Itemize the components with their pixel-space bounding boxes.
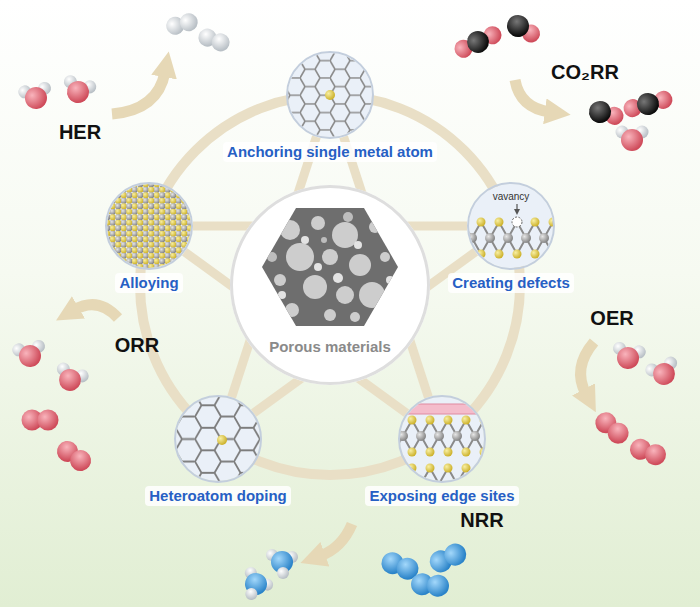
strategy-node: Anchoring single metal atom (223, 51, 437, 162)
core-label: Porous materials (269, 338, 391, 356)
porous-material-image (230, 185, 430, 385)
strategy-node: Exposing edge sites (365, 395, 518, 506)
reaction-label: HER (59, 120, 101, 144)
strategy-label: Heteroatom doping (145, 486, 291, 506)
strategy-label: Creating defects (448, 273, 574, 293)
strategy-node: Alloying (105, 182, 193, 293)
core-node: Porous materials (230, 185, 430, 385)
strategy-circle (105, 182, 193, 270)
edge-site-lattice (394, 397, 493, 484)
strategy-circle (286, 51, 374, 139)
strategy-node: vavancyCreating defects (448, 182, 574, 293)
doped-carbon-lattice (176, 397, 260, 481)
strategy-label: Exposing edge sites (365, 486, 518, 506)
reaction-label: CO₂RR (551, 60, 619, 84)
molecule-group (11, 11, 683, 607)
reaction-label: NRR (460, 508, 503, 532)
strategy-circle (174, 395, 262, 483)
defect-lattice (459, 184, 563, 268)
strategy-label: Alloying (115, 273, 182, 293)
defect-label: vavancy (493, 191, 530, 203)
reaction-arrow (74, 72, 594, 556)
reaction-label: ORR (115, 333, 159, 357)
reaction-label: OER (590, 306, 633, 330)
strategy-label: Anchoring single metal atom (223, 142, 437, 162)
strategy-circle (398, 395, 486, 483)
single-atom-lattice (288, 53, 372, 137)
strategy-node: Heteroatom doping (145, 395, 291, 506)
alloy-cluster (107, 184, 191, 268)
